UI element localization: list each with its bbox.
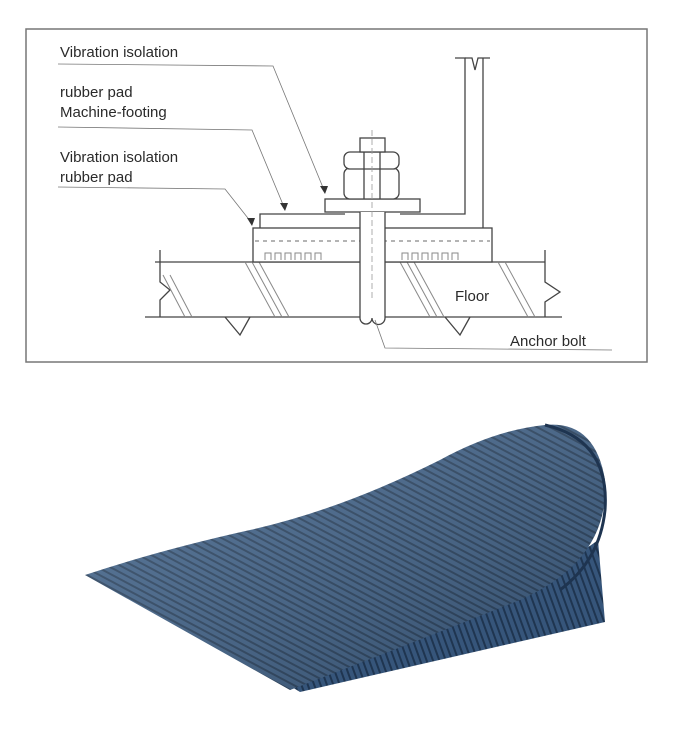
mounting-drawing <box>57 57 613 351</box>
label-top-pad-line2: rubber pad <box>60 84 133 101</box>
label-machine-footing: Machine-footing <box>60 104 167 121</box>
label-bottom-pad-line1: Vibration isolation <box>60 149 178 166</box>
label-floor: Floor <box>455 288 489 305</box>
rubber-pad-photo <box>85 423 607 692</box>
label-anchor-bolt: Anchor bolt <box>510 333 587 350</box>
diagram-frame <box>25 28 648 363</box>
label-top-pad-line1: Vibration isolation <box>60 44 178 61</box>
label-bottom-pad-line2: rubber pad <box>60 169 133 186</box>
